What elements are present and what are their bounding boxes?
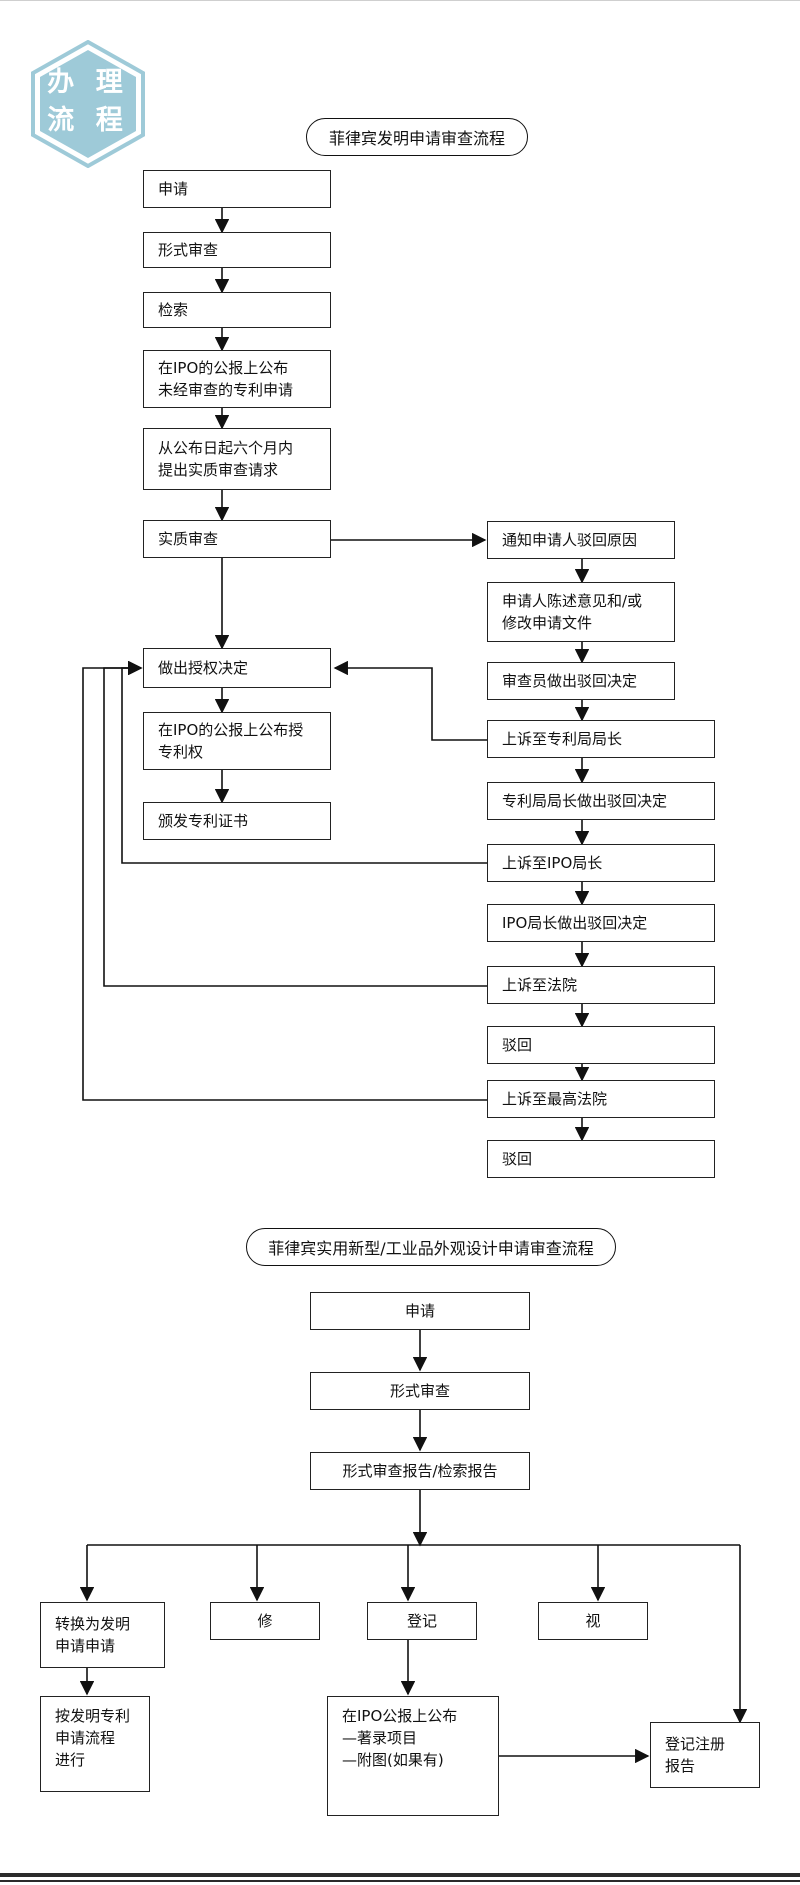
flow1-step-bureau-director-rejects: 专利局局长做出驳回决定	[487, 782, 715, 820]
badge-line-1: 办 理	[47, 67, 129, 98]
flow1-title: 菲律宾发明申请审查流程	[306, 118, 528, 156]
flow2-branch-modify: 修	[210, 1602, 320, 1640]
flow1-step-issue-certificate: 颁发专利证书	[143, 802, 331, 840]
badge-text: 办 理 流 程	[30, 64, 146, 140]
flow1-step-applicant-response: 申请人陈述意见和/或 修改申请文件	[487, 582, 675, 642]
flow2-title: 菲律宾实用新型/工业品外观设计申请审查流程	[246, 1228, 616, 1266]
flow1-step-formal-exam: 形式审查	[143, 232, 331, 268]
flow1-step-search: 检索	[143, 292, 331, 328]
flow1-step-appeal-court: 上诉至法院	[487, 966, 715, 1004]
flow1-step-grant-decision: 做出授权决定	[143, 648, 331, 688]
flow2-branch-register: 登记	[367, 1602, 477, 1640]
flow1-step-substantive-exam: 实质审查	[143, 520, 331, 558]
flow2-step-exam-search-report: 形式审查报告/检索报告	[310, 1452, 530, 1490]
flow1-title-text: 菲律宾发明申请审查流程	[328, 129, 505, 148]
flow2-branch-publish-gazette: 在IPO公报上公布 —著录项目 —附图(如果有)	[327, 1696, 499, 1816]
flow2-branch-convert: 转换为发明 申请申请	[40, 1602, 165, 1668]
flow1-step-examiner-rejects: 审查员做出驳回决定	[487, 662, 675, 700]
flow2-step-formal-exam: 形式审查	[310, 1372, 530, 1410]
flow2-branch-view: 视	[538, 1602, 648, 1640]
flow1-step-appeal-supreme-court: 上诉至最高法院	[487, 1080, 715, 1118]
flow2-branch-follow-invention: 按发明专利 申请流程 进行	[40, 1696, 150, 1792]
flow1-step-publish-grant: 在IPO的公报上公布授 专利权	[143, 712, 331, 770]
flow1-step-appeal-bureau-director: 上诉至专利局局长	[487, 720, 715, 758]
flow2-step-apply: 申请	[310, 1292, 530, 1330]
flow1-step-publish-unexamined: 在IPO的公报上公布 未经审查的专利申请	[143, 350, 331, 408]
flow1-step-ipo-director-rejects: IPO局长做出驳回决定	[487, 904, 715, 942]
flow1-step-apply: 申请	[143, 170, 331, 208]
flow1-step-request-exam: 从公布日起六个月内 提出实质审查请求	[143, 428, 331, 490]
flow1-step-notify-rejection: 通知申请人驳回原因	[487, 521, 675, 559]
flow2-title-text: 菲律宾实用新型/工业品外观设计申请审查流程	[268, 1239, 594, 1258]
bottom-rule-thick	[0, 1873, 800, 1877]
flow1-step-appeal-ipo-director: 上诉至IPO局长	[487, 844, 715, 882]
badge-line-2: 流 程	[47, 105, 129, 136]
bottom-rule-thin	[0, 1880, 800, 1882]
flow2-branch-registration-report: 登记注册 报告	[650, 1722, 760, 1788]
flow1-step-supreme-court-rejects: 驳回	[487, 1140, 715, 1178]
flow1-step-court-rejects: 驳回	[487, 1026, 715, 1064]
badge-hexagon	[31, 40, 145, 168]
top-divider	[0, 0, 800, 1]
